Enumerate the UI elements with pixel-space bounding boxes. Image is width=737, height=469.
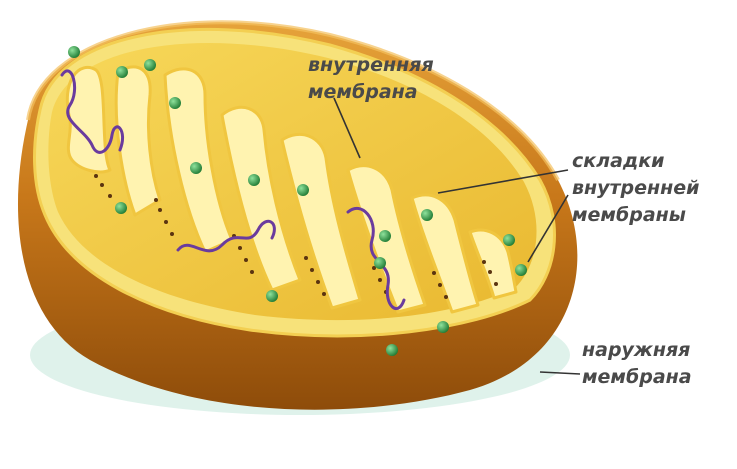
- outer-membrane-label-line-2: мембрана: [582, 364, 692, 391]
- cristae-label-line-3: мембраны: [572, 202, 700, 229]
- granule: [115, 202, 127, 214]
- outer-membrane-label-line-1: наружняя: [582, 337, 692, 364]
- granule: [116, 66, 128, 78]
- inner-membrane-label: внутренняя мембрана: [308, 52, 434, 106]
- granule: [169, 97, 181, 109]
- granule: [437, 321, 449, 333]
- inner-membrane-label-line-1: внутренняя: [308, 52, 434, 79]
- granule: [144, 59, 156, 71]
- granule: [374, 257, 386, 269]
- granule: [248, 174, 260, 186]
- granule: [297, 184, 309, 196]
- outer-membrane-label: наружняя мембрана: [582, 337, 692, 391]
- granule: [379, 230, 391, 242]
- inner-membrane-label-line-2: мембрана: [308, 79, 434, 106]
- granule: [190, 162, 202, 174]
- granule: [68, 46, 80, 58]
- granule: [503, 234, 515, 246]
- granule: [421, 209, 433, 221]
- cristae-label: складки внутренней мембраны: [572, 148, 700, 229]
- granule: [515, 264, 527, 276]
- cristae-label-line-1: складки: [572, 148, 700, 175]
- granule: [386, 344, 398, 356]
- cristae-label-line-2: внутренней: [572, 175, 700, 202]
- granule: [266, 290, 278, 302]
